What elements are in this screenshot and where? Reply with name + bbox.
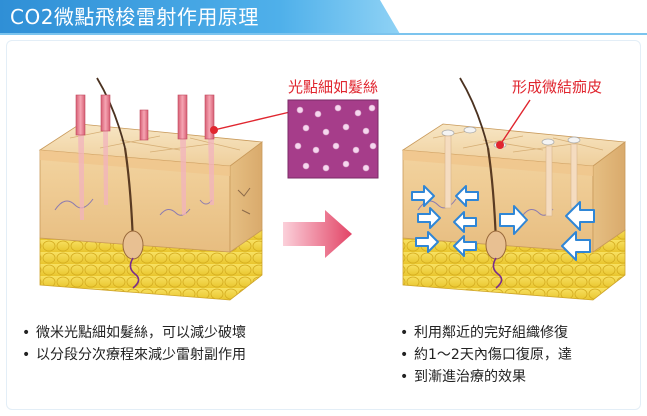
list-item: 到漸進治療的效果 bbox=[400, 366, 572, 388]
page-title: CO2微點飛梭雷射作用原理 bbox=[10, 5, 259, 29]
right-bullet-list: 利用鄰近的完好組織修復 約1～2天內傷口復原，達 到漸進治療的效果 bbox=[400, 322, 572, 388]
repair-arrows bbox=[411, 185, 595, 261]
laser-beams bbox=[75, 94, 215, 141]
callout-line-right bbox=[499, 99, 531, 146]
callout-label-right: 形成微結痂皮 bbox=[512, 78, 603, 96]
callout-label-left: 光點細如髮絲 bbox=[288, 78, 379, 96]
transition-arrow bbox=[283, 210, 352, 258]
title-divider bbox=[0, 33, 647, 35]
hair-follicle bbox=[96, 77, 144, 289]
skin-block-before bbox=[38, 77, 291, 301]
hair-follicle bbox=[459, 77, 507, 289]
list-item: 利用鄰近的完好組織修復 bbox=[400, 322, 572, 344]
skin-block-after bbox=[401, 77, 627, 301]
list-item: 以分段分次療程來減少雷射副作用 bbox=[22, 344, 246, 366]
list-item: 約1～2天內傷口復原，達 bbox=[400, 344, 572, 366]
list-item: 微米光點細如髮絲，可以減少破壞 bbox=[22, 322, 246, 344]
magnified-inset bbox=[287, 99, 379, 179]
title-banner: CO2微點飛梭雷射作用原理 bbox=[0, 0, 400, 34]
laser-channels bbox=[78, 128, 214, 220]
left-bullet-list: 微米光點細如髮絲，可以減少破壞 以分段分次療程來減少雷射副作用 bbox=[22, 322, 246, 366]
callout-line-left bbox=[213, 111, 291, 131]
content-panel bbox=[6, 40, 641, 410]
